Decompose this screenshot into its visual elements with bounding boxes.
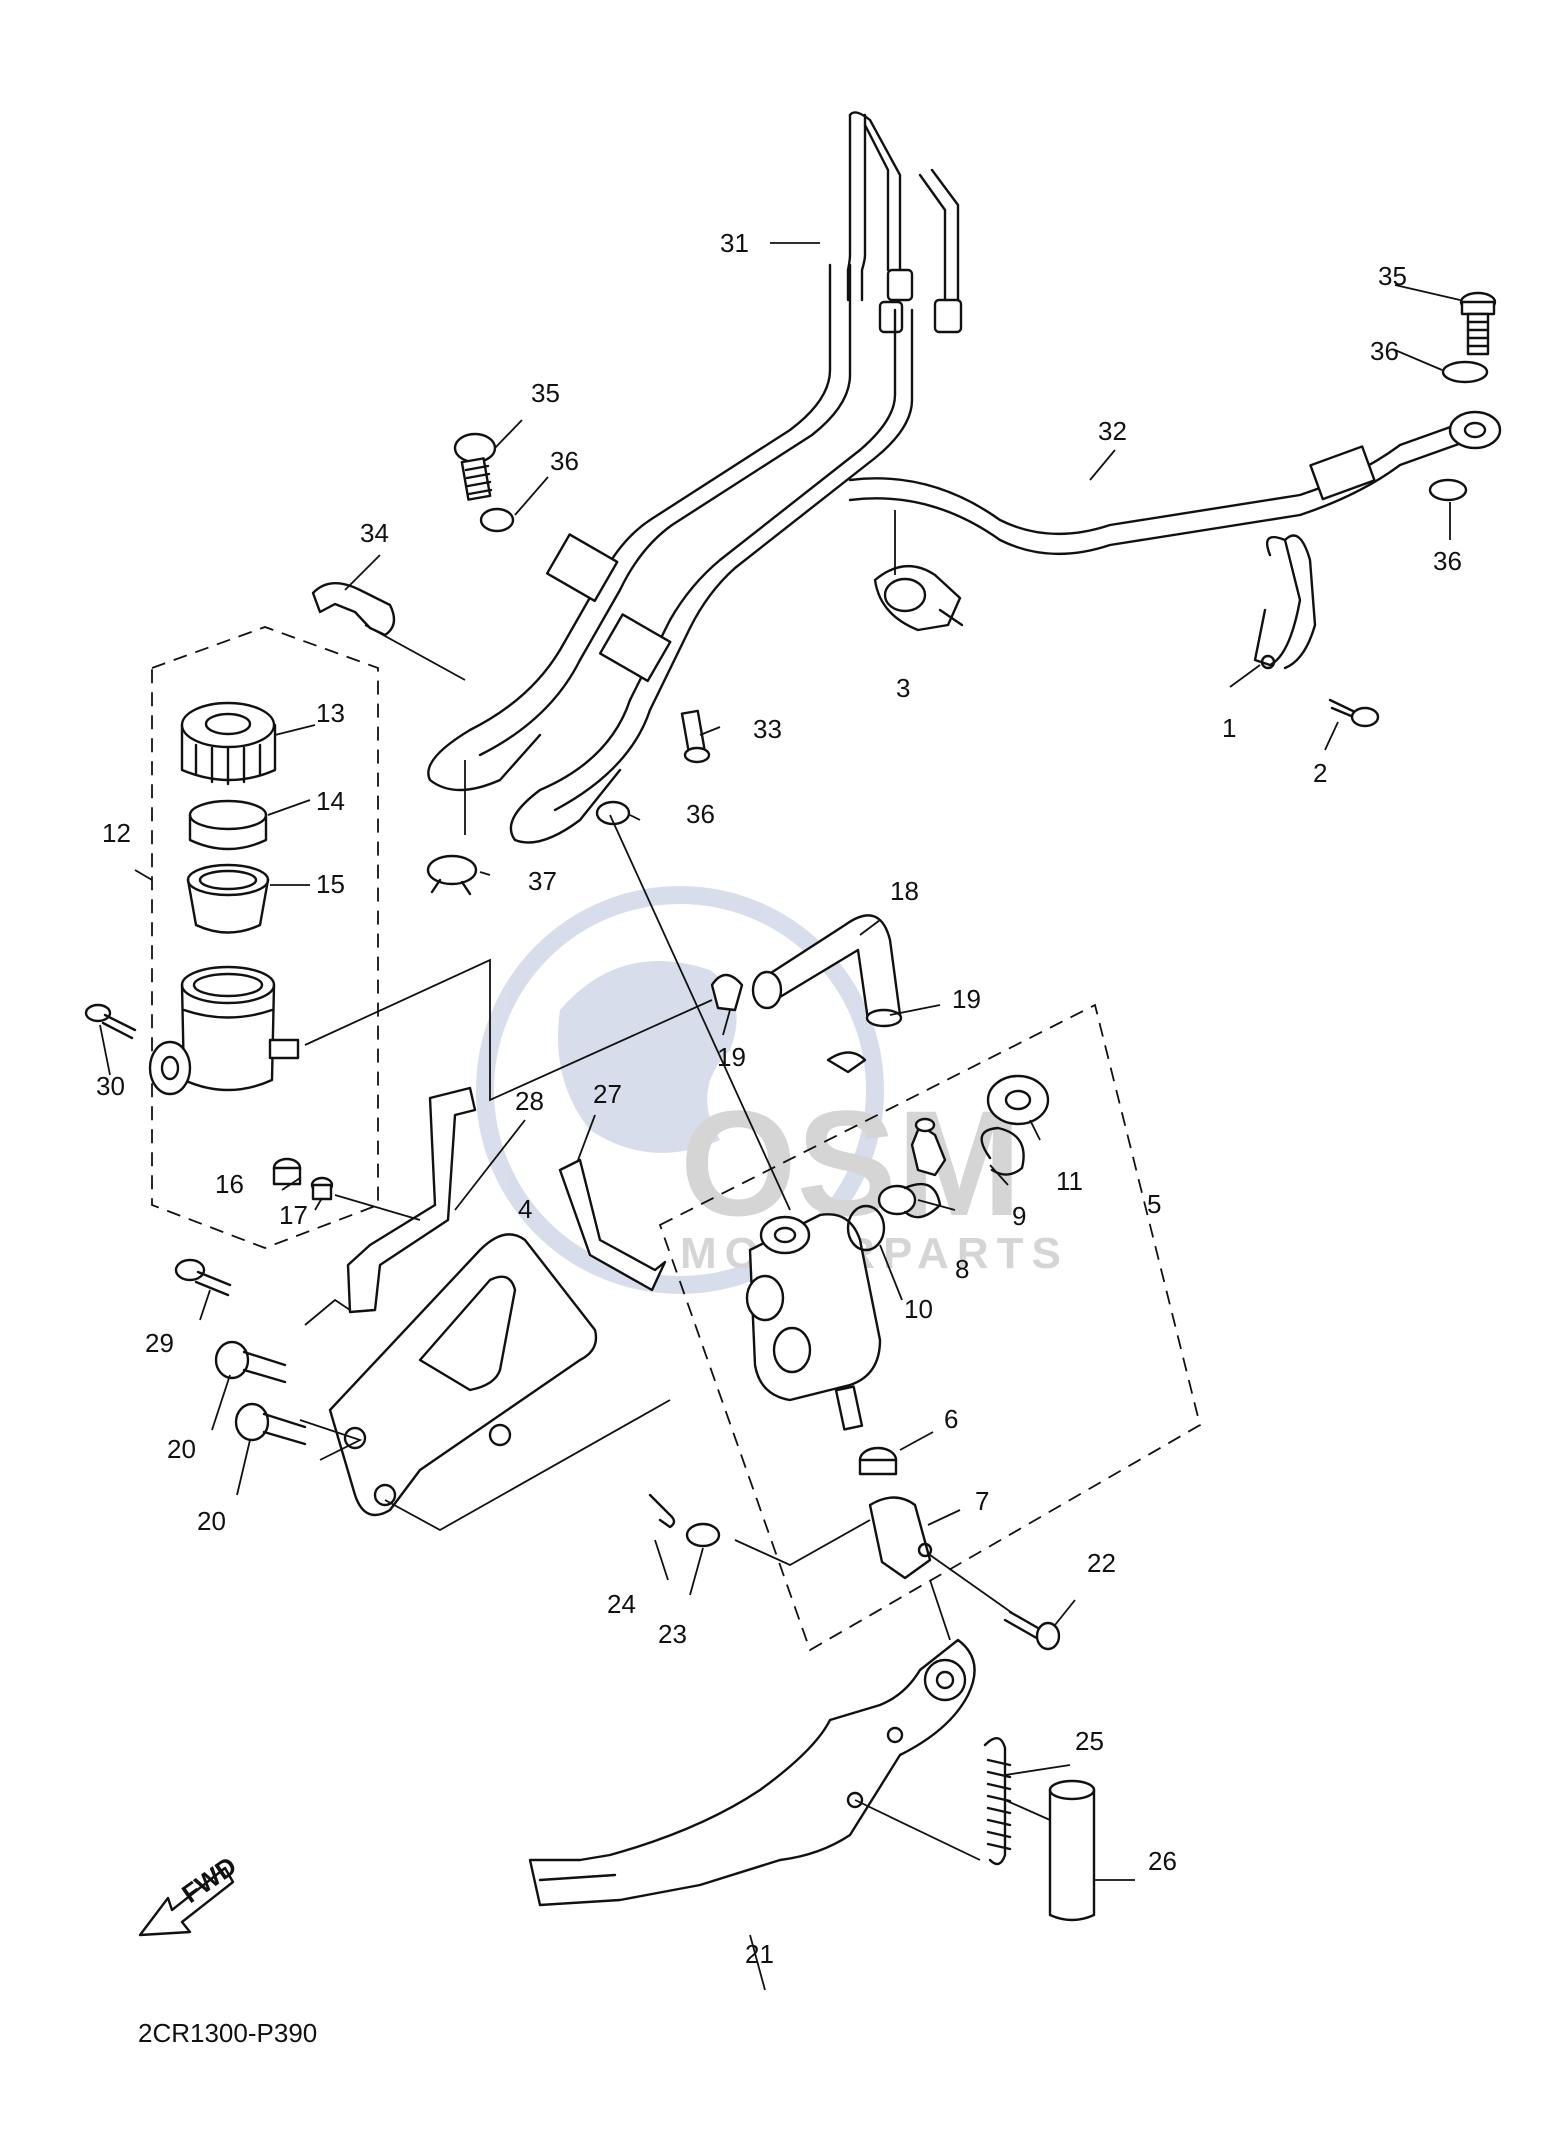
master-cylinder	[745, 1213, 882, 1431]
brake-hose-32	[848, 410, 1502, 556]
callout-c36c: 36	[550, 446, 579, 476]
callout-c13: 13	[316, 698, 345, 728]
callout-c36d: 36	[686, 799, 715, 829]
callout-c28: 28	[515, 1086, 544, 1116]
brake-pipe-31	[427, 111, 963, 844]
washer-36-c	[479, 507, 515, 533]
union-bolt-35-right	[1459, 291, 1497, 356]
boot-11	[986, 1074, 1050, 1126]
leader-lines	[99, 242, 1461, 1991]
footrest-bracket-4	[328, 1233, 598, 1517]
washer-36-d	[595, 800, 631, 826]
bolt-20-b	[234, 1402, 307, 1446]
callout-c16: 16	[215, 1169, 244, 1199]
callout-c35b: 35	[531, 378, 560, 408]
callout-c31: 31	[720, 228, 749, 258]
cotter-pin-24	[648, 1493, 676, 1529]
spring-25	[983, 1737, 1012, 1866]
callout-c26: 26	[1148, 1846, 1177, 1876]
callout-c3: 3	[896, 673, 910, 703]
bolt-20-a	[214, 1340, 287, 1384]
diaphragm-15	[186, 863, 270, 934]
callout-c10: 10	[904, 1294, 933, 1324]
callout-c2: 2	[1313, 758, 1327, 788]
bracket-28	[346, 1086, 477, 1314]
diagram-code: 2CR1300-P390	[138, 2018, 317, 2048]
fwd-arrow-icon: FWD	[138, 1850, 242, 1937]
clamp-34	[311, 582, 396, 637]
washer-23	[685, 1522, 721, 1548]
callout-c19b: 19	[952, 984, 981, 1014]
plate-27	[558, 1158, 667, 1292]
callout-c6: 6	[944, 1404, 958, 1434]
callout-c19a: 19	[717, 1042, 746, 1072]
circlip-9	[980, 1126, 1025, 1176]
bracket-1	[1253, 534, 1317, 670]
callout-c36a: 36	[1370, 336, 1399, 366]
callout-c17: 17	[279, 1200, 308, 1230]
joint-7	[868, 1496, 933, 1580]
collar-26	[1048, 1779, 1096, 1922]
cup-8	[877, 1182, 942, 1219]
guide-3	[873, 564, 964, 632]
reservoir-tank	[148, 965, 300, 1096]
callout-c32: 32	[1098, 416, 1127, 446]
callout-c24: 24	[607, 1589, 636, 1619]
callout-c20a: 20	[167, 1434, 196, 1464]
callout-c4: 4	[518, 1194, 532, 1224]
pin-22	[1003, 1610, 1061, 1651]
callout-c23: 23	[658, 1619, 687, 1649]
callout-c9: 9	[1012, 1201, 1026, 1231]
callout-c36b: 36	[1433, 546, 1462, 576]
callout-c11: 11	[1056, 1166, 1083, 1196]
watermark-sub: MOTORPARTS	[680, 1229, 1069, 1278]
fitting-16	[272, 1157, 302, 1186]
callout-c37: 37	[528, 866, 557, 896]
watermark-brand: OSM	[680, 1079, 1022, 1247]
connector-5-inner	[910, 1117, 947, 1177]
diaphragm-holder-14	[188, 799, 268, 851]
callout-c12: 12	[102, 818, 131, 848]
callout-c14: 14	[316, 786, 345, 816]
callout-c27: 27	[593, 1079, 622, 1109]
callout-c21: 21	[745, 1939, 774, 1969]
brake-pedal-21	[528, 1638, 976, 1907]
callout-c33: 33	[753, 714, 782, 744]
callout-c18: 18	[890, 876, 919, 906]
callout-c22: 22	[1087, 1548, 1116, 1578]
callout-c5: 5	[1147, 1189, 1161, 1219]
callout-c15: 15	[316, 869, 345, 899]
bolt-33	[680, 709, 711, 764]
bolt-2	[1328, 698, 1380, 728]
clip-37	[426, 854, 478, 896]
master-cylinder-group-box	[658, 1003, 1202, 1652]
o-ring-10	[846, 1204, 886, 1252]
clip-19-a	[710, 973, 744, 1012]
callout-c34: 34	[360, 518, 389, 548]
union-bolt-35-left	[453, 432, 497, 501]
reservoir-group-box	[151, 626, 379, 1249]
callout-c20b: 20	[197, 1506, 226, 1536]
washer-36-b	[1428, 478, 1468, 502]
bolt-29	[174, 1258, 232, 1297]
callout-c8: 8	[955, 1254, 969, 1284]
callout-c25: 25	[1075, 1726, 1104, 1756]
callout-c1: 1	[1222, 713, 1236, 743]
callout-c29: 29	[145, 1328, 174, 1358]
callout-c35a: 35	[1378, 261, 1407, 291]
fitting-17	[310, 1176, 334, 1201]
callout-c30: 30	[96, 1071, 125, 1101]
washer-36-a	[1441, 360, 1489, 384]
reservoir-cap-13	[180, 701, 277, 786]
nut-6	[858, 1446, 898, 1476]
clip-19-b	[826, 1051, 867, 1074]
bolt-30	[84, 1003, 137, 1040]
callout-c7: 7	[975, 1486, 989, 1516]
